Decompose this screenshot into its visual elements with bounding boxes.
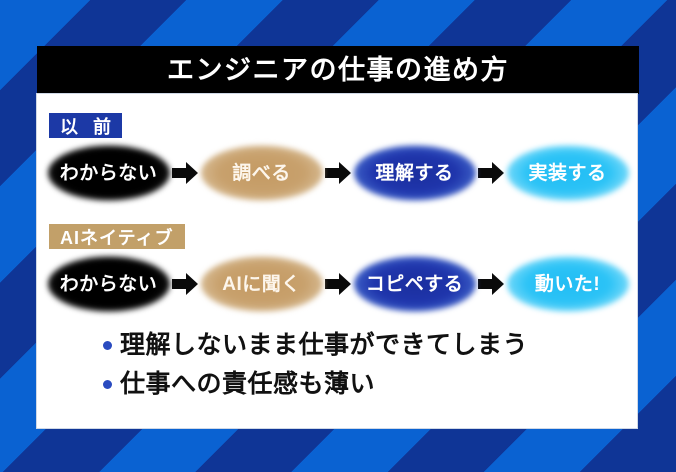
- flow-step-label: コピペする: [365, 273, 464, 295]
- right-arrow-icon: [476, 158, 506, 188]
- right-arrow-icon: [323, 158, 353, 188]
- flow-step-bubble: 動いた!: [506, 256, 629, 312]
- flow-step-label: 理解する: [375, 162, 454, 184]
- right-arrow-icon: [476, 269, 506, 299]
- bullet-dot-icon: [103, 341, 112, 351]
- flow-step-bubble: 実装する: [506, 145, 629, 201]
- bubble-shape: [506, 145, 629, 201]
- flow-step-bubble: 調べる: [200, 145, 323, 201]
- bubble-shape: [200, 256, 323, 312]
- flow-step-label: わからない: [59, 162, 158, 184]
- right-arrow-icon: [170, 269, 200, 299]
- bullet-text: 理解しないまま仕事ができてしまう: [120, 331, 529, 359]
- bubble-shape: [47, 256, 170, 312]
- flow-row-ai-native: わからない AIに聞く コピペする: [47, 255, 631, 313]
- flow-step-bubble: わからない: [47, 256, 170, 312]
- flow-step-label: 調べる: [232, 162, 291, 184]
- bullet-dot-icon: [103, 379, 112, 389]
- flow-step-label: 実装する: [528, 162, 607, 184]
- section-label-before: 以 前: [49, 113, 123, 138]
- list-item: 理解しないまま仕事ができてしまう: [103, 331, 623, 360]
- bubble-shape: [47, 145, 170, 201]
- bullet-text: 仕事への責任感も薄い: [120, 369, 376, 398]
- list-item: 仕事への責任感も薄い: [103, 369, 623, 399]
- right-arrow-icon: [170, 158, 200, 188]
- flow-step-label: わからない: [59, 273, 158, 295]
- flow-step-bubble: わからない: [47, 145, 170, 201]
- bullet-list: 理解しないまま仕事ができてしまう 仕事への責任感も薄い: [103, 331, 623, 409]
- flow-step-label: 動いた!: [534, 273, 601, 295]
- bubble-shape: [506, 256, 629, 312]
- bubble-shape: [353, 145, 476, 201]
- title-bar: エンジニアの仕事の進め方: [38, 47, 638, 93]
- right-arrow-icon: [323, 269, 353, 299]
- bubble-shape: [200, 145, 323, 201]
- flow-step-bubble: 理解する: [353, 145, 476, 201]
- bubble-shape: [353, 256, 476, 312]
- section-label-ai-native: AIネイティブ: [49, 224, 185, 249]
- flow-step-label: AIに聞く: [222, 273, 301, 295]
- flow-row-before: わからない 調べる 理解する: [47, 144, 631, 202]
- flow-step-bubble: AIに聞く: [200, 256, 323, 312]
- page-title: エンジニアの仕事の進め方: [167, 54, 509, 85]
- flow-step-bubble: コピペする: [353, 256, 476, 312]
- content-card: 以 前 わからない 調べる 理解す: [36, 93, 638, 429]
